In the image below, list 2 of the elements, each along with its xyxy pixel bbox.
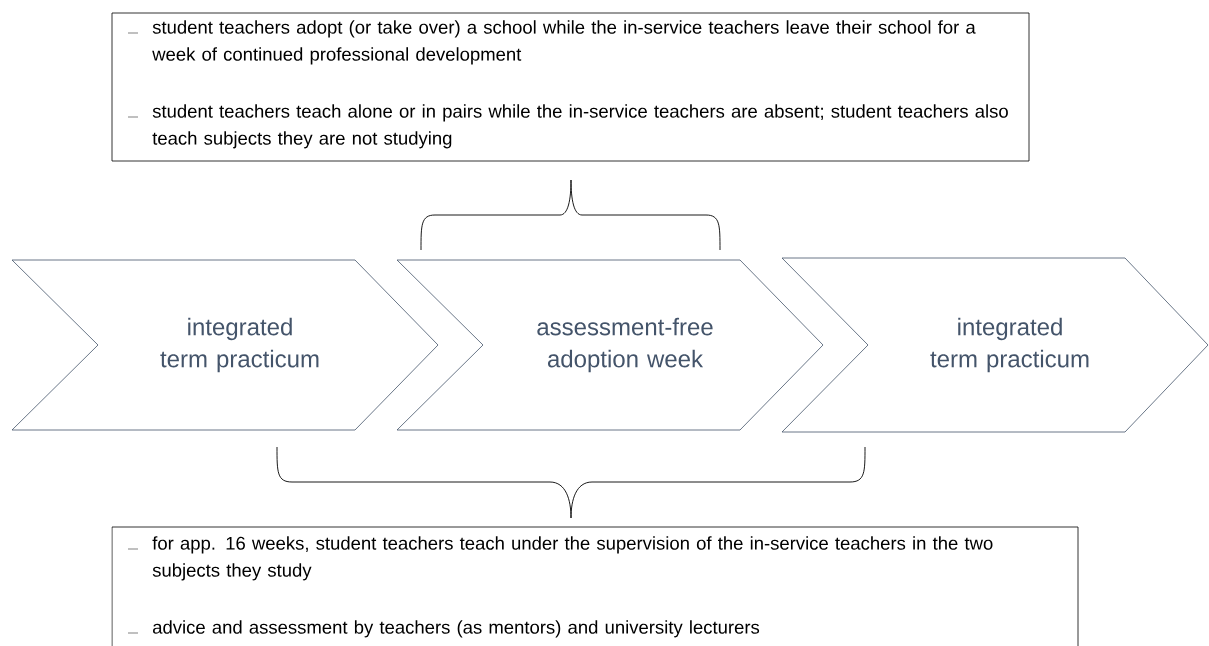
- text-box: for app. 16 weeks, student teachers teach under the supervision of the in-service teachers in the two subjects they study advice and assessment by teachers (as mentors) and university lecturers: [111, 526, 1079, 646]
- text-box: student teachers adopt (or take over) a school while the in-service teachers leave their school for a week of continued professional development student teachers teach alone or in pairs while the in-service teachers are absent; student teachers also teach subjects they are not studying: [111, 12, 1030, 162]
